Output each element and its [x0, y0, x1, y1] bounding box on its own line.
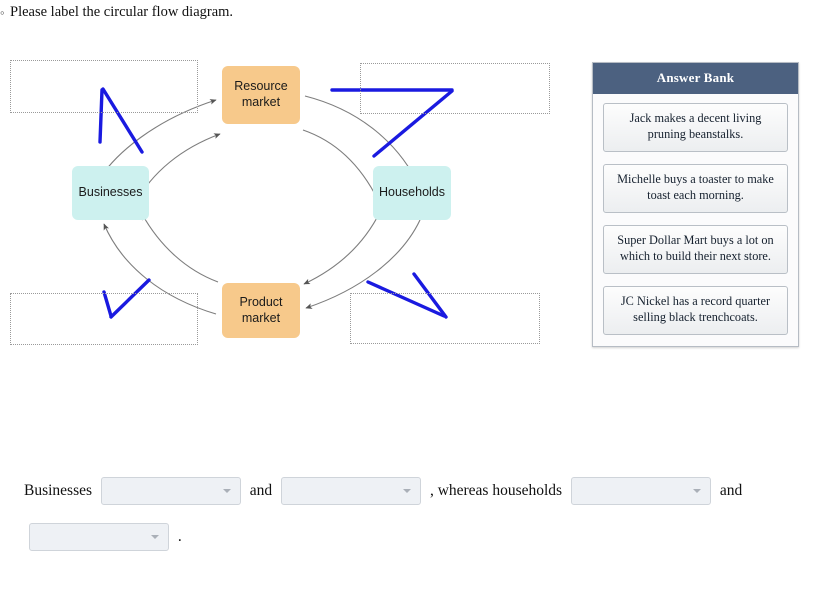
- node-product-market: Product market: [222, 283, 300, 338]
- node-resource-market-label: Resource market: [234, 79, 288, 109]
- node-households-label: Households: [378, 185, 445, 200]
- blue-annotation-marks: [98, 87, 454, 319]
- dropzone-bottom-left[interactable]: [10, 293, 198, 345]
- dropzone-bottom-right[interactable]: [350, 293, 540, 344]
- bullet-icon: ◦: [0, 4, 5, 20]
- chevron-down-icon: [151, 535, 159, 540]
- answer-bank-item[interactable]: Michelle buys a toaster to make toast ea…: [603, 163, 788, 213]
- node-resource-market: Resource market: [222, 66, 300, 124]
- node-businesses: Businesses: [72, 166, 149, 220]
- answer-bank-item[interactable]: Jack makes a decent living pruning beans…: [603, 103, 788, 152]
- answer-bank-item[interactable]: JC Nickel has a record quarter selling b…: [603, 285, 788, 335]
- chevron-down-icon: [222, 489, 231, 494]
- chevron-down-icon: [692, 489, 701, 494]
- answer-bank-item[interactable]: Super Dollar Mart buys a lot on which to…: [603, 224, 788, 274]
- sentence-conjunction-2: and: [719, 482, 743, 499]
- diagram-arrows-layer: [92, 87, 454, 319]
- sentence-conjunction-1: and: [249, 482, 273, 499]
- select-business-1[interactable]: [100, 477, 241, 506]
- sentence-period: .: [177, 528, 182, 545]
- node-businesses-label: Businesses: [78, 185, 143, 200]
- answer-bank-title: Answer Bank: [593, 63, 798, 94]
- chevron-down-icon: [403, 489, 412, 494]
- answer-bank-panel: Answer Bank Jack makes a decent living p…: [592, 62, 799, 347]
- sentence-line-2: .: [24, 523, 182, 552]
- select-household-2[interactable]: [29, 523, 169, 552]
- select-household-1[interactable]: [570, 477, 711, 506]
- dropzone-top-left[interactable]: [10, 60, 198, 113]
- answer-bank-items: Jack makes a decent living pruning beans…: [593, 94, 798, 346]
- prompt-row: ◦ Please label the circular flow diagram…: [0, 0, 560, 24]
- sentence-middle: , whereas households: [429, 482, 563, 499]
- sentence-lead: Businesses: [24, 482, 93, 499]
- select-business-2[interactable]: [281, 477, 422, 506]
- node-households: Households: [373, 166, 451, 220]
- node-product-market-label: Product market: [239, 294, 283, 325]
- page-title: Please label the circular flow diagram.: [10, 3, 234, 20]
- dropzone-top-right[interactable]: [360, 63, 550, 114]
- fill-in-sentence: Businesses and , whereas households and …: [24, 468, 784, 560]
- circular-flow-diagram: Resource market Households Product marke…: [0, 40, 580, 360]
